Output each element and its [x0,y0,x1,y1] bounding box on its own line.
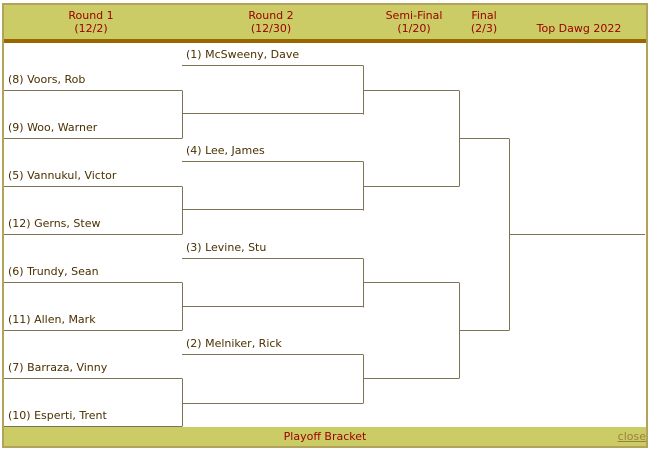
round1-player: (5) Vannukul, Victor [8,169,117,182]
close-link[interactable]: close [617,430,646,443]
round1-player: (12) Gerns, Stew [8,217,101,230]
round2-header: Round 2(12/30) [226,9,316,35]
semifinal-title: Semi-Final [385,9,443,22]
semifinal-header: Semi-Final(1/20) [374,9,454,35]
bracket-header: Round 1(12/2) Round 2(12/30) Semi-Final(… [4,5,646,43]
champion-header: Top Dawg 2022 [536,22,622,35]
final-title: Final [471,9,497,22]
round1-player: (9) Woo, Warner [8,121,98,134]
round1-player: (10) Esperti, Trent [8,409,107,422]
round2-date: (12/30) [250,22,292,35]
final-date: (2/3) [470,22,498,35]
round2-player: (3) Levine, Stu [186,241,267,254]
round1-title: Round 1 [68,9,114,22]
round1-player: (7) Barraza, Vinny [8,361,108,374]
round1-date: (12/2) [74,22,108,35]
bracket-footer: Playoff Bracket close [4,427,646,446]
round2-player: (2) Melniker, Rick [186,337,282,350]
round2-player: (1) McSweeny, Dave [186,48,300,61]
round1-player: (8) Voors, Rob [8,73,86,86]
round2-title: Round 2 [248,9,294,22]
round1-player: (6) Trundy, Sean [8,265,99,278]
final-header: Final(2/3) [459,9,509,35]
footer-title: Playoff Bracket [283,430,367,443]
semifinal-date: (1/20) [397,22,431,35]
playoff-bracket-dialog: Round 1(12/2) Round 2(12/30) Semi-Final(… [2,3,648,448]
round2-player: (4) Lee, James [186,144,265,157]
round1-player: (11) Allen, Mark [8,313,96,326]
round1-header: Round 1(12/2) [46,9,136,35]
